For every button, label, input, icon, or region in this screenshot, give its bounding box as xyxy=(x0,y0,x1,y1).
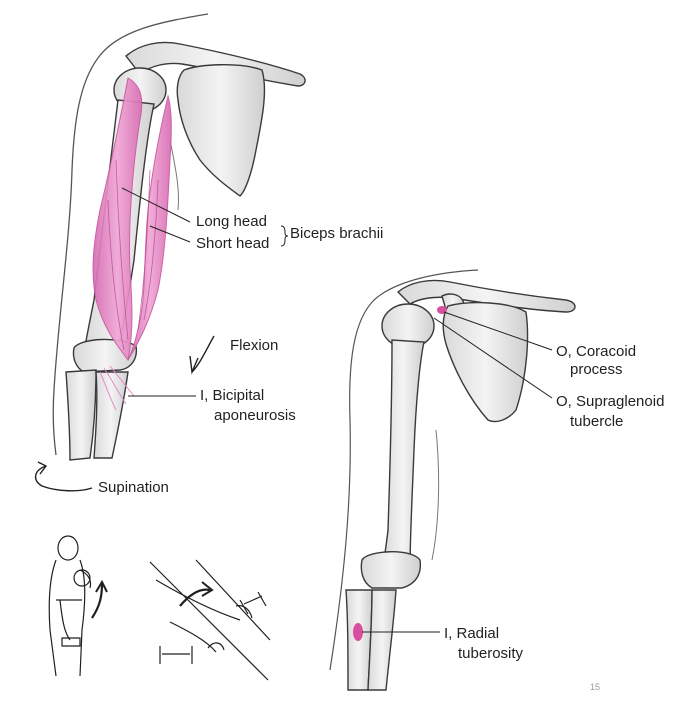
left-radius xyxy=(65,369,97,461)
bicipital-aponeurosis-fibers xyxy=(99,365,135,411)
left-ulna xyxy=(93,371,129,459)
forearm-curl-bench xyxy=(149,559,271,681)
curl-person-arm xyxy=(59,569,92,641)
right-humerus-shaft xyxy=(381,339,425,569)
flexion-arrow-icon xyxy=(191,335,215,373)
curl-dumbbell-top xyxy=(73,569,91,587)
label-supination: Supination xyxy=(98,479,169,496)
forearm-curl-hands xyxy=(207,605,253,651)
coracoid-leader-line xyxy=(443,311,553,351)
label-coracoid-line1: O, Coracoid xyxy=(556,343,637,360)
page-number: 15 xyxy=(590,682,601,692)
forearm-curl-dumbbell-upper xyxy=(239,591,267,615)
right-ulna xyxy=(367,589,397,691)
left-scapula xyxy=(176,64,266,197)
biceps-brace xyxy=(280,225,289,247)
left-arm-skin-outline xyxy=(52,13,209,456)
label-flexion: Flexion xyxy=(230,337,279,354)
label-long-head: Long head xyxy=(196,213,267,230)
label-radial-line2: tuberosity xyxy=(458,645,524,662)
supination-arrow-icon xyxy=(35,465,93,492)
right-body-outline xyxy=(329,269,479,671)
forearm-curl-illustration xyxy=(149,559,271,681)
forearm-curl-motion-arrow-icon xyxy=(179,588,211,607)
long-head-leader-line xyxy=(121,187,191,223)
radial-tuberosity-spot xyxy=(353,623,363,641)
label-supraglenoid-line2: tubercle xyxy=(570,413,624,430)
right-body-outline-inner xyxy=(431,429,440,561)
right-skeleton-illustration xyxy=(329,269,576,691)
right-elbow-condyles xyxy=(360,551,422,589)
forearm-curl-motion-arrowhead xyxy=(201,581,214,597)
biceps-fiber-lines xyxy=(107,159,159,351)
biceps-brachii-muscle xyxy=(92,77,172,411)
left-arm-skin-outline-inner xyxy=(169,139,179,211)
label-radial-line1: I, Radial xyxy=(444,625,500,642)
supraglenoid-leader-line xyxy=(433,317,553,399)
curl-person-body xyxy=(48,559,86,677)
label-short-head: Short head xyxy=(196,235,270,252)
curl-dumbbell-bottom xyxy=(61,637,81,647)
right-scapula xyxy=(442,301,529,423)
label-biceps-brachii: Biceps brachii xyxy=(290,225,384,242)
flexion-arrowhead xyxy=(189,355,199,375)
label-supraglenoid-line1: O, Supraglenoid xyxy=(556,393,665,410)
label-bicipital-line1: I, Bicipital xyxy=(200,387,265,404)
forearm-curl-dumbbell-lower xyxy=(159,646,193,664)
left-arm-illustration xyxy=(35,13,306,492)
label-coracoid-line2: process xyxy=(570,361,623,378)
label-bicipital-line2: aponeurosis xyxy=(214,407,296,424)
curl-person-head xyxy=(57,535,79,561)
standing-curl-illustration xyxy=(48,535,108,677)
short-head-leader-line xyxy=(149,225,191,243)
curl-motion-arrow-icon xyxy=(91,583,104,619)
supination-arrowhead xyxy=(37,461,48,475)
curl-motion-arrowhead xyxy=(95,579,108,593)
forearm-curl-arm xyxy=(155,579,241,653)
